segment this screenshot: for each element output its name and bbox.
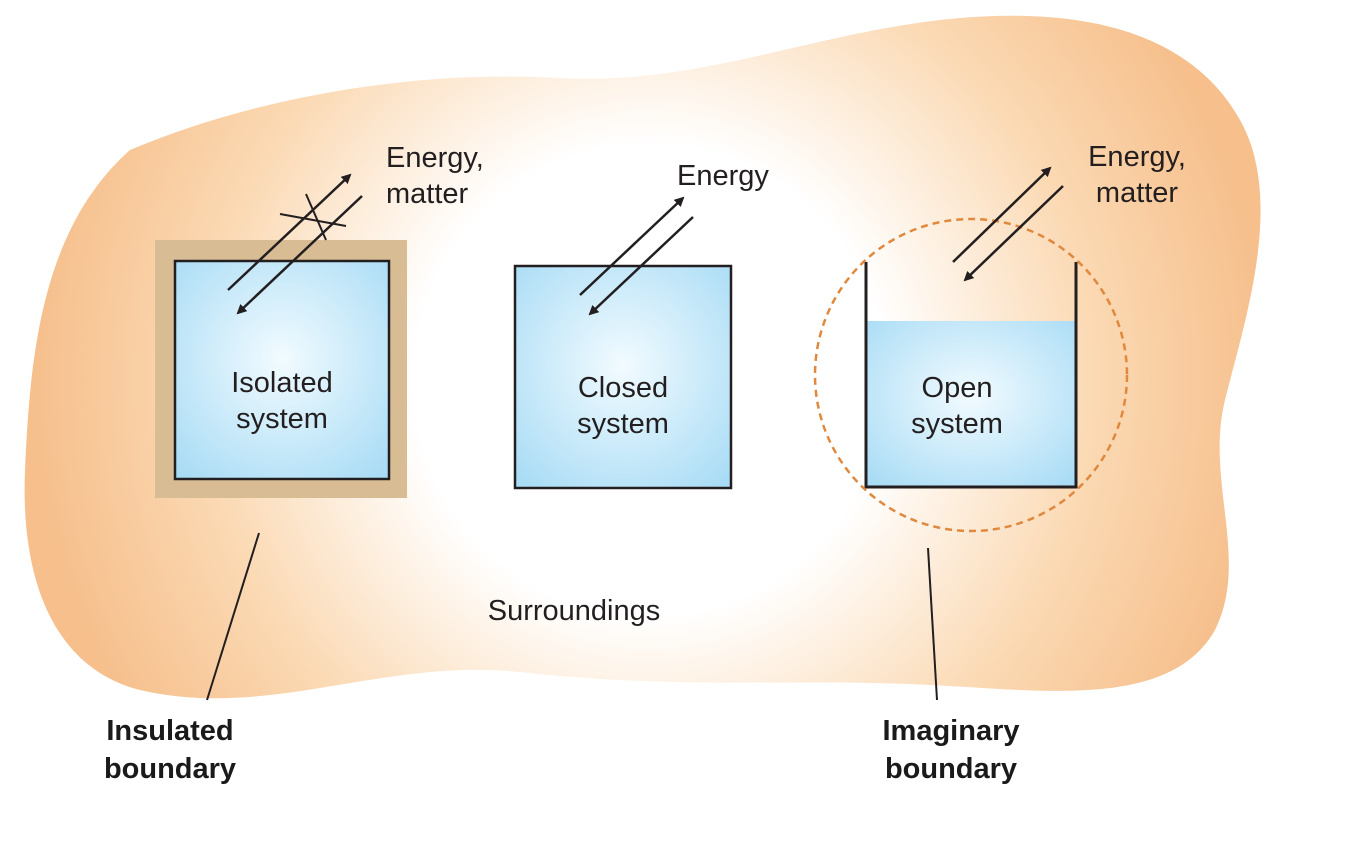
open-outward-arrow: [952, 166, 1052, 263]
imaginary-boundary-circle: [813, 217, 1129, 533]
open-inward-arrow: [963, 185, 1064, 282]
isolated-flow-label-2: matter: [386, 178, 469, 210]
blocked-cross-stroke-1: [279, 213, 347, 227]
open-system-container: [864, 262, 1078, 489]
closed-system-box: [513, 264, 733, 490]
closed-system: Closed system Energy: [513, 160, 769, 490]
open-flow-label-1: Energy,: [1088, 141, 1186, 173]
blocked-cross-stroke-2: [305, 193, 327, 241]
closed-system-label-2: system: [577, 408, 669, 440]
imaginary-boundary-label-1: Imaginary: [883, 715, 1020, 747]
closed-system-label-1: Closed: [578, 372, 668, 404]
closed-inward-arrow: [588, 216, 694, 316]
isolated-system-label-2: system: [236, 403, 328, 435]
isolated-inward-arrow: [236, 195, 363, 315]
closed-flow-label: Energy: [677, 160, 769, 192]
closed-outward-arrow: [579, 196, 685, 296]
isolated-system: Isolated system Energy, matter: [155, 142, 484, 498]
insulated-boundary-label-2: boundary: [104, 753, 236, 785]
isolated-system-label-1: Isolated: [231, 367, 333, 399]
imaginary-boundary-leader: [927, 547, 938, 701]
open-system: Open system Energy, matter: [813, 141, 1186, 533]
isolated-outward-arrow: [227, 173, 352, 291]
insulated-boundary-label-1: Insulated: [106, 715, 233, 747]
isolated-system-box: [173, 259, 391, 481]
open-flow-label-2: matter: [1096, 177, 1179, 209]
insulated-boundary-leader: [206, 532, 260, 701]
imaginary-boundary-label-2: boundary: [885, 753, 1017, 785]
open-system-label-1: Open: [922, 372, 993, 404]
open-system-label-2: system: [911, 408, 1003, 440]
open-system-liquid: [866, 321, 1076, 487]
surroundings-label: Surroundings: [488, 595, 661, 627]
isolated-flow-label-1: Energy,: [386, 142, 484, 174]
